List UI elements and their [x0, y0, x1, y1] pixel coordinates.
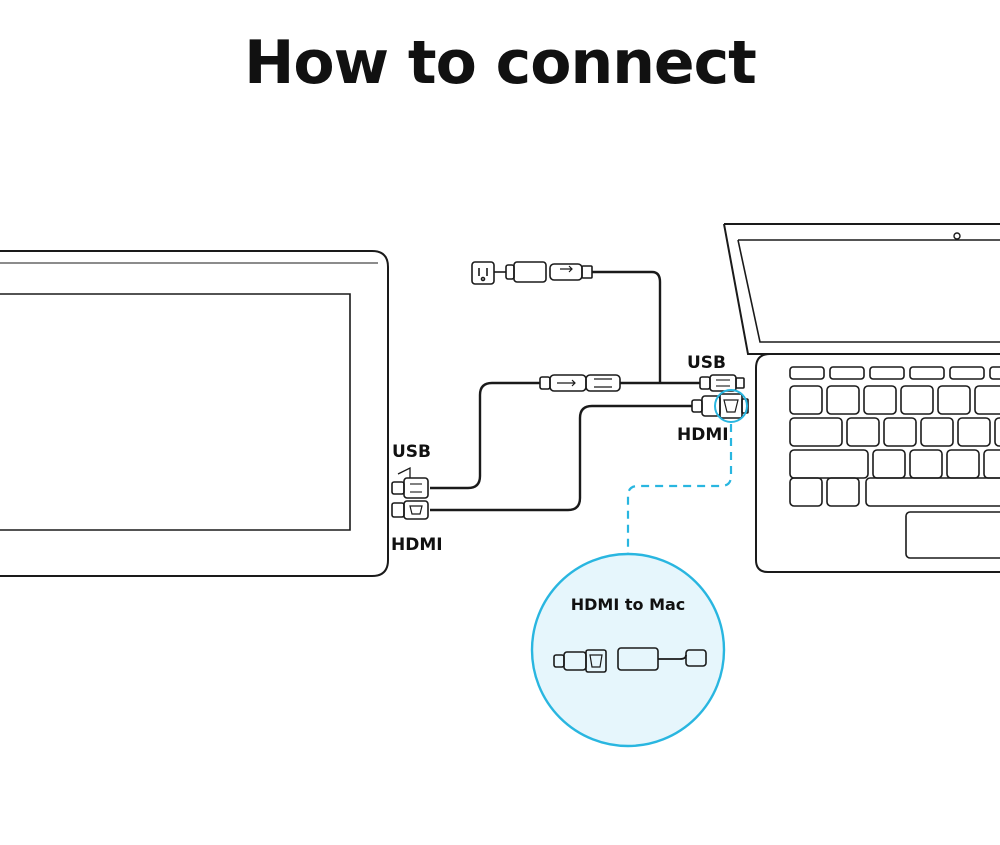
callout-leader	[626, 424, 733, 560]
hdmi-cable	[430, 404, 692, 512]
power-adapter-icon	[494, 261, 593, 283]
portable-monitor	[0, 250, 389, 577]
monitor-frame	[0, 250, 389, 577]
hdmi-port-highlight	[714, 389, 748, 423]
monitor-screen	[0, 293, 351, 531]
monitor-hdmi-plug-icon	[391, 500, 429, 520]
callout-title: HDMI to Mac	[571, 595, 686, 614]
laptop-base	[755, 353, 1000, 573]
power-outlet-icon	[471, 261, 495, 285]
power-cable	[592, 270, 662, 382]
hdmi-adapter-icon	[553, 647, 707, 673]
monitor-usb-plug-icon	[391, 466, 429, 499]
laptop	[723, 223, 1000, 573]
callout-circle	[530, 552, 726, 748]
laptop-hdmi-label: HDMI	[677, 425, 729, 445]
usb-cable-to-monitor	[430, 381, 540, 490]
laptop-display	[737, 239, 1000, 343]
laptop-camera	[953, 232, 961, 240]
laptop-lid	[723, 223, 1000, 355]
monitor-hdmi-label: HDMI	[391, 535, 443, 555]
monitor-usb-label: USB	[392, 442, 431, 462]
laptop-keyboard	[789, 366, 1000, 507]
hdmi-plug-icon	[691, 393, 749, 419]
laptop-trackpad	[905, 511, 1000, 559]
usb-plug-icon	[699, 374, 745, 392]
page-title: How to connect	[244, 28, 757, 98]
laptop-usb-label: USB	[687, 353, 726, 373]
usb-splitter-icon	[539, 374, 621, 392]
